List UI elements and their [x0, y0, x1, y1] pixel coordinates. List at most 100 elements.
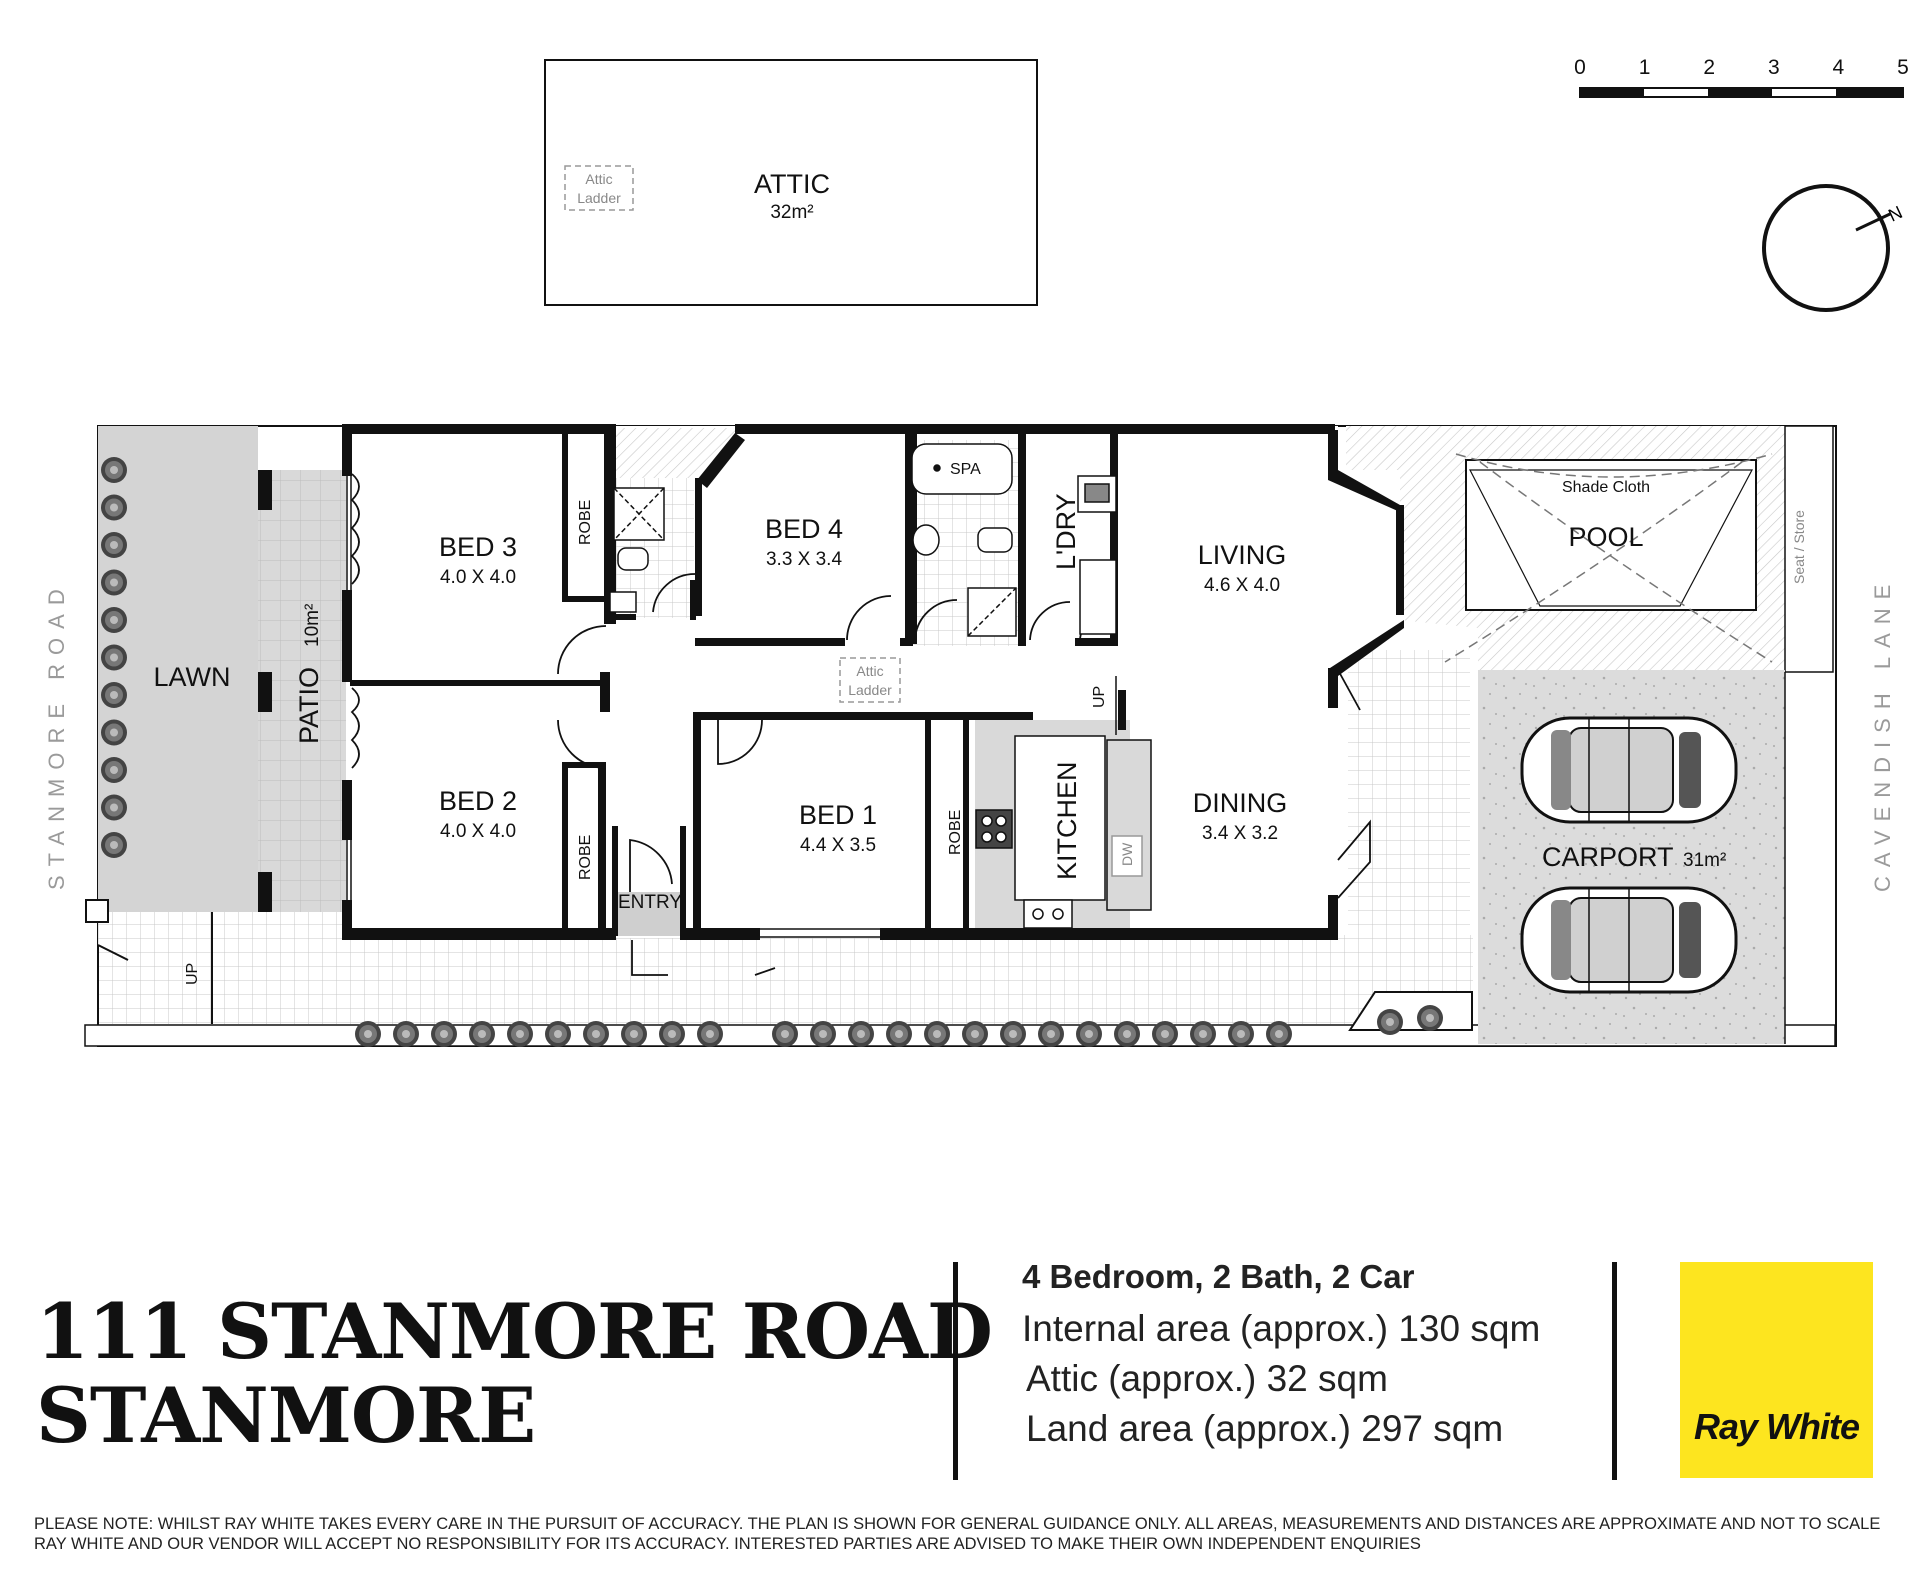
shrub-icon — [431, 1021, 457, 1047]
disclaimer: PLEASE NOTE: WHILST RAY WHITE TAKES EVER… — [34, 1514, 1904, 1554]
shrub-icon — [355, 1021, 381, 1047]
shrub-icon — [848, 1021, 874, 1047]
attic-plan: Attic Ladder ATTIC 32m² — [544, 59, 1038, 306]
shrub-icon — [886, 1021, 912, 1047]
shade-cloth-label: Shade Cloth — [1562, 479, 1650, 496]
shrub-icon — [697, 1021, 723, 1047]
shrub-icon — [101, 794, 127, 821]
shrub-icon — [101, 532, 127, 558]
carport-label: CARPORT — [1542, 842, 1674, 872]
room-bed1-name: BED 1 — [799, 800, 877, 830]
patio-label: PATIO — [294, 667, 324, 744]
brand-name: Ray White — [1693, 1406, 1860, 1447]
room-bed2-dims: 4.0 X 4.0 — [440, 821, 516, 842]
shrub-icon — [1152, 1021, 1178, 1047]
shrub-icon — [101, 569, 127, 596]
shrub-icon — [101, 682, 127, 708]
windows — [346, 425, 1085, 938]
compass-north-label: N — [1885, 202, 1905, 226]
attic-title: ATTIC — [754, 169, 830, 199]
shrub-icon — [101, 494, 127, 521]
summary-attic-area: Attic (approx.) 32 sqm — [1026, 1358, 1388, 1399]
car-icon — [1520, 886, 1738, 994]
attic-ladder-outline — [564, 165, 634, 211]
summary-internal-area: Internal area (approx.) 130 sqm — [1022, 1308, 1541, 1349]
shrub-icon — [1417, 1005, 1443, 1031]
room-bed3-dims: 4.0 X 4.0 — [440, 567, 516, 588]
scale-tick-label: 3 — [1768, 56, 1780, 79]
disclaimer-line-1: PLEASE NOTE: WHILST RAY WHITE TAKES EVER… — [34, 1515, 1881, 1533]
scale-tick-label: 5 — [1897, 56, 1909, 79]
attic-ladder-label-2: Ladder — [577, 190, 621, 206]
shrub-icon — [1076, 1021, 1102, 1047]
robe-label-bed3: ROBE — [577, 500, 594, 545]
room-bed2-name: BED 2 — [439, 786, 517, 816]
front-up-label: UP — [184, 963, 201, 985]
shrub-icon — [101, 457, 127, 483]
room-bed1-dims: 4.4 X 3.5 — [800, 835, 876, 856]
shrub-icon — [659, 1021, 685, 1047]
room-laundry-name: L'DRY — [1051, 493, 1081, 570]
scale-tick-label: 2 — [1703, 56, 1715, 79]
shrub-icon — [101, 757, 127, 783]
shrub-icon — [583, 1021, 609, 1047]
lawn-label: LAWN — [153, 662, 230, 692]
summary-land-area: Land area (approx.) 297 sqm — [1026, 1408, 1504, 1449]
fixtures — [609, 443, 1152, 929]
pool — [1444, 453, 1773, 663]
room-bed3-name: BED 3 — [439, 532, 517, 562]
pool-label: POOL — [1568, 522, 1643, 552]
spa-label: SPA — [950, 461, 981, 478]
attic-area: 32m² — [770, 202, 813, 223]
scale-tick-label: 4 — [1833, 56, 1845, 79]
shrub-icon — [1377, 1009, 1403, 1035]
shrub-icon — [962, 1021, 988, 1047]
scale-bar: 0 1 2 3 4 5 — [1574, 56, 1909, 98]
shrub-icon — [772, 1021, 798, 1047]
shrub-icon — [1114, 1021, 1140, 1047]
robe-label-bed1: ROBE — [947, 810, 964, 855]
shrub-icon — [1000, 1021, 1026, 1047]
disclaimer-line-2: RAY WHITE AND OUR VENDOR WILL ACCEPT NO … — [34, 1535, 1421, 1553]
room-entry-name: ENTRY — [618, 892, 682, 913]
address-line-1: 111 STANMORE ROAD — [36, 1287, 993, 1376]
ray-white-logo: Ray White — [1680, 1262, 1873, 1478]
shrub-icon — [469, 1021, 495, 1047]
shrub-icon — [1266, 1021, 1292, 1047]
property-summary: 4 Bedroom, 2 Bath, 2 Car Internal area (… — [1022, 1258, 1540, 1454]
divider — [953, 1262, 958, 1480]
divider — [1612, 1262, 1617, 1480]
room-dining-name: DINING — [1193, 788, 1288, 818]
compass-icon: N — [1762, 184, 1905, 312]
shrub-icon — [393, 1021, 419, 1047]
car-icon — [1520, 716, 1738, 824]
carport-area: 31m² — [1683, 850, 1726, 871]
room-dining-dims: 3.4 X 3.2 — [1202, 823, 1278, 844]
hall-attic-ladder-label-2: Ladder — [848, 682, 892, 698]
scale-tick-label: 0 — [1574, 56, 1586, 79]
shrub-icon — [810, 1021, 836, 1047]
scale-tick-label: 1 — [1639, 56, 1651, 79]
room-bed4-name: BED 4 — [765, 514, 843, 544]
shrub-icon — [101, 832, 127, 858]
shrub-icon — [101, 607, 127, 633]
walls — [342, 424, 1404, 940]
shrub-icon — [621, 1021, 647, 1047]
kitchen-up-label: UP — [1091, 686, 1108, 708]
address-line-2: STANMORE — [36, 1371, 536, 1460]
room-bed4-dims: 3.3 X 3.4 — [766, 549, 842, 570]
room-labels: BED 3 4.0 X 4.0 BED 2 4.0 X 4.0 BED 4 3.… — [184, 461, 1287, 985]
room-living-name: LIVING — [1198, 540, 1287, 570]
outdoor-labels: LAWN PATIO 10m² POOL Shade Cloth Seat / … — [153, 479, 1807, 872]
street-label-stanmore-road: STANMORE ROAD — [44, 580, 69, 890]
patio-area: 10m² — [302, 604, 323, 647]
shrub-icon — [1038, 1021, 1064, 1047]
attic-ladder-label-1: Attic — [585, 171, 612, 187]
robe-label-bed2: ROBE — [577, 835, 594, 880]
shrub-icon — [101, 719, 127, 746]
shrub-icon — [1190, 1021, 1216, 1047]
shrub-icon — [545, 1021, 571, 1047]
shrub-icon — [507, 1021, 533, 1047]
summary-headline: 4 Bedroom, 2 Bath, 2 Car — [1022, 1258, 1415, 1295]
